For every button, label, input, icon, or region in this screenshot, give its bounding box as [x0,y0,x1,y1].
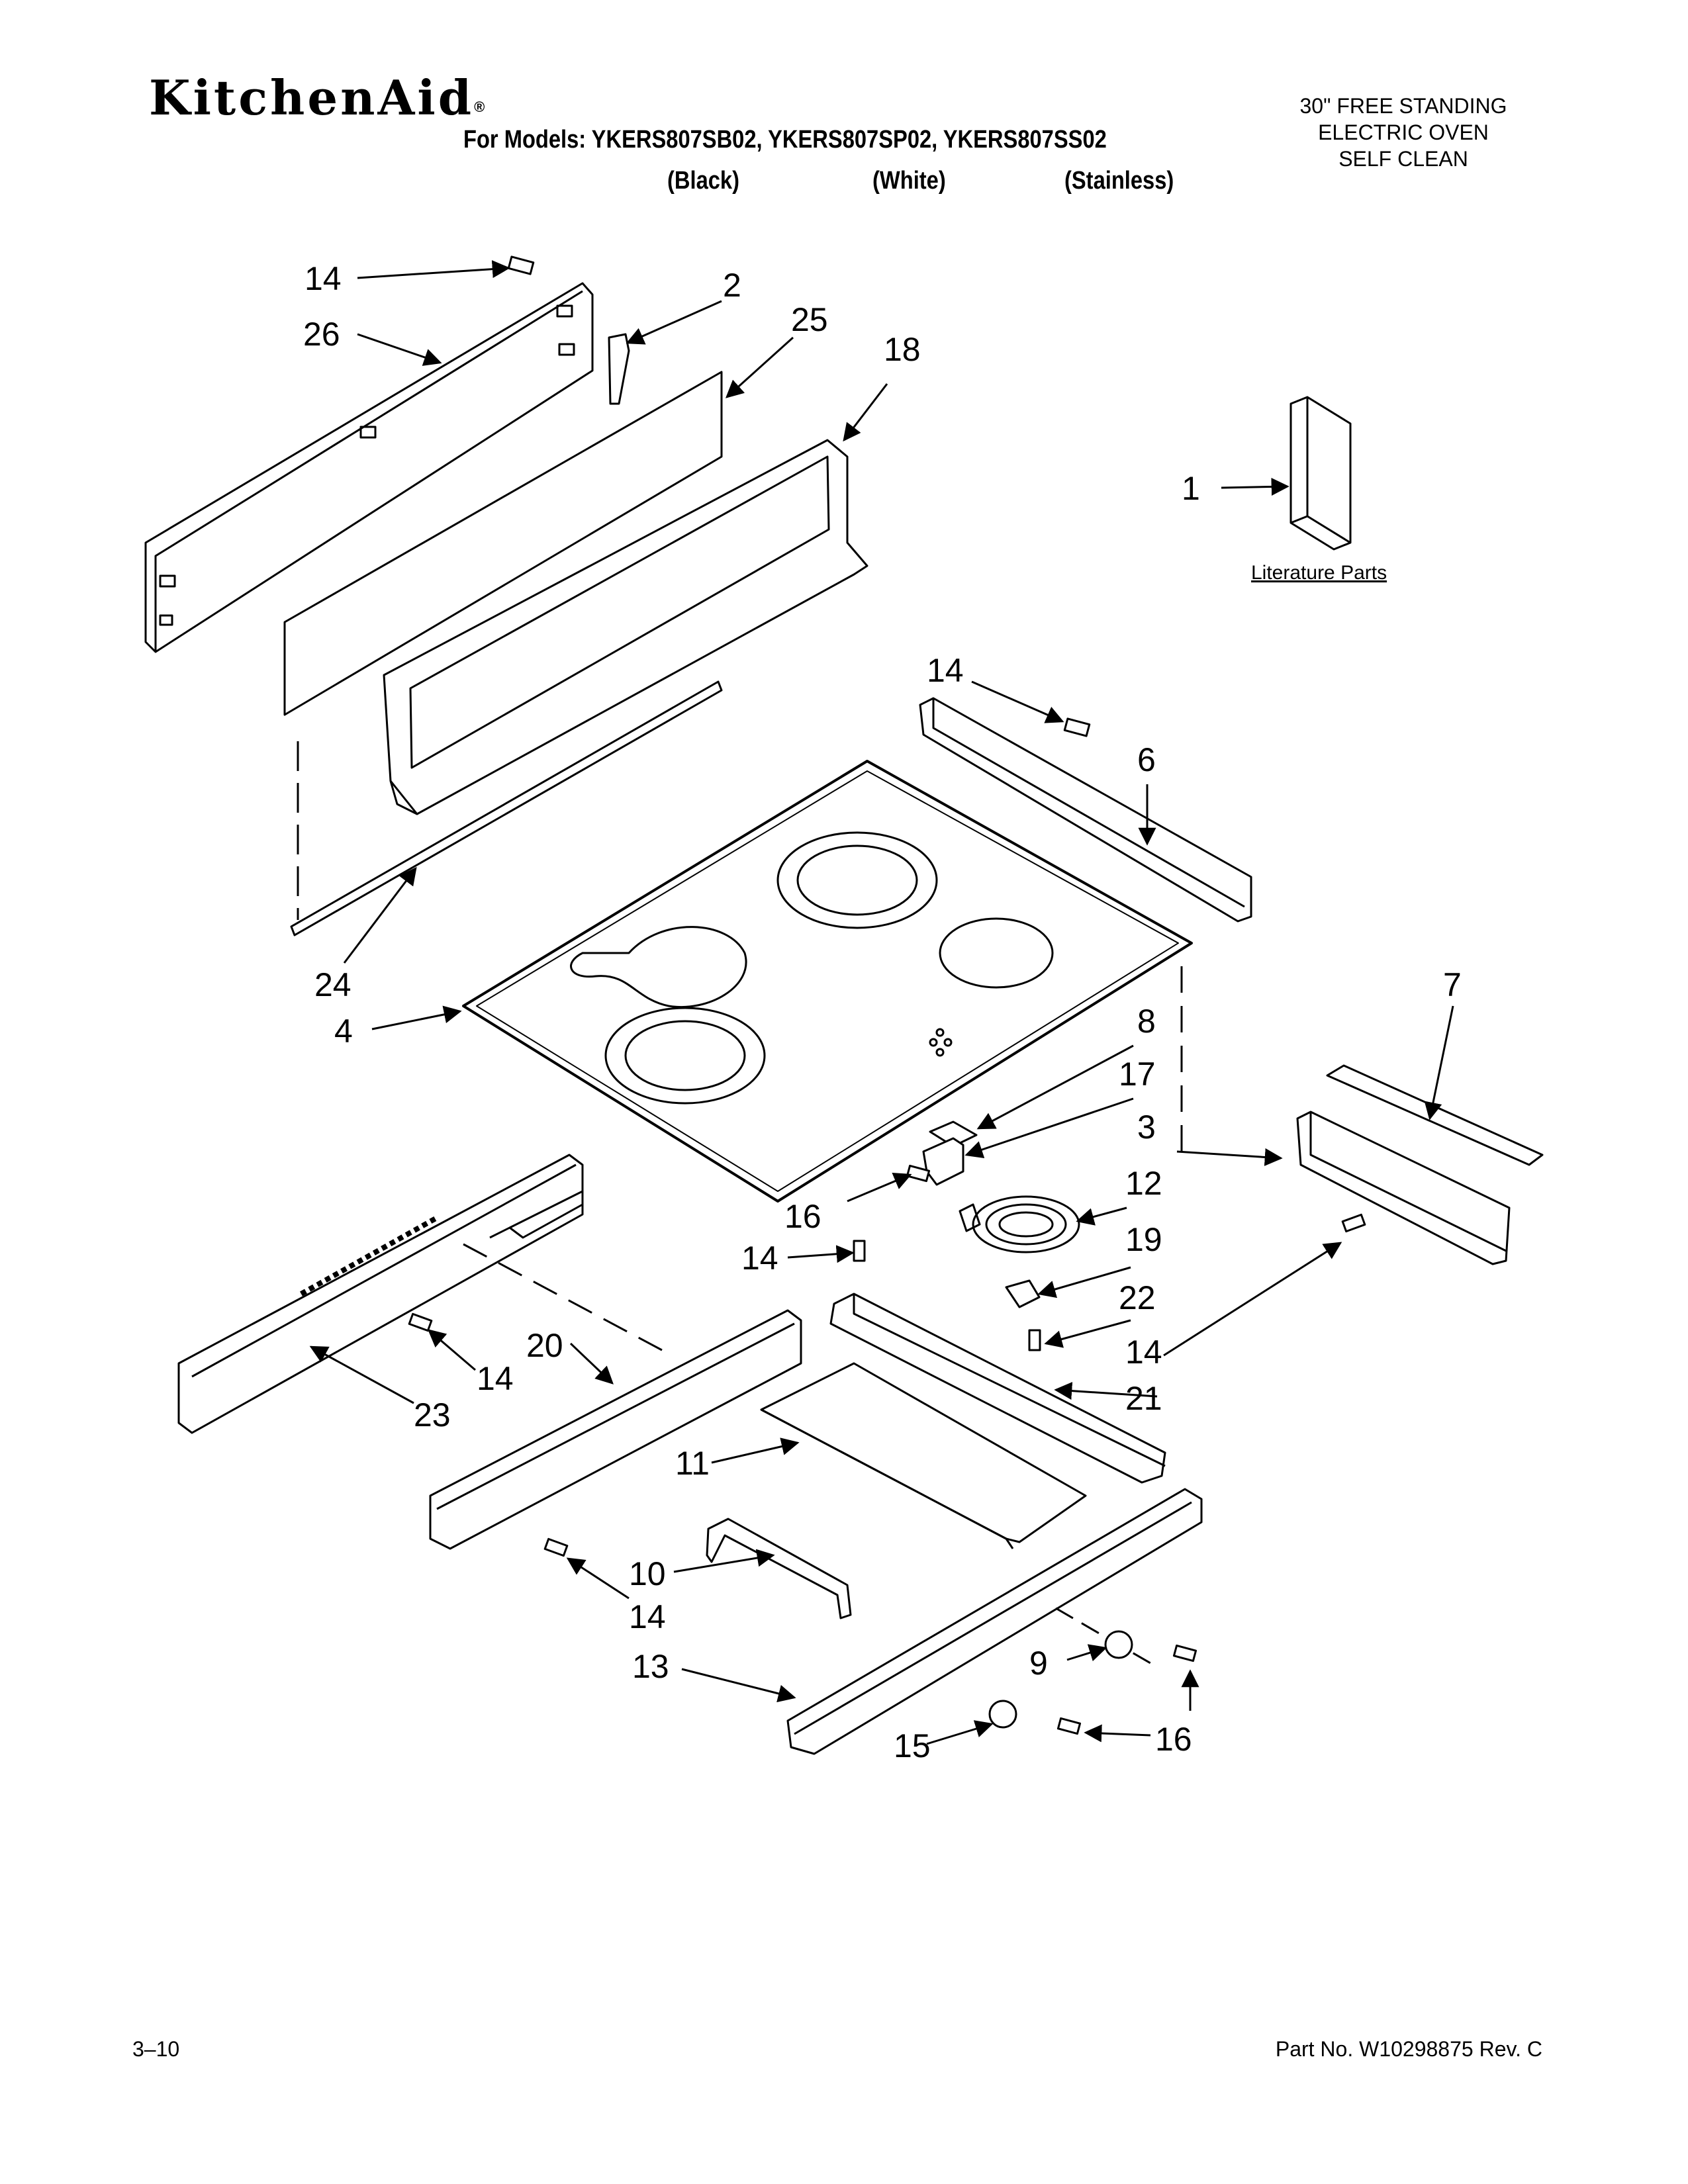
variant-white: (White) [872,167,946,195]
burner-box-tray [760,1362,1087,1549]
backguard-glass [283,371,723,716]
callout-26: 26 [303,316,340,353]
callout-22: 22 [1119,1279,1156,1316]
callout-labels: 14 26 2 25 18 1 14 6 24 4 7 8 17 3 16 12… [303,260,1462,1764]
burner-ring-rear-right [939,917,1054,989]
leader-lines [309,260,1454,1745]
rear-support-panel [1296,1111,1511,1265]
page-number: 3–10 [132,2037,180,2061]
callout-13: 13 [632,1648,669,1685]
callout-14: 14 [305,260,342,297]
callout-16: 16 [1155,1721,1192,1758]
callout-12: 12 [1125,1165,1162,1202]
callout-15: 15 [894,1727,931,1764]
backguard-bracket [608,333,630,405]
callout-21: 21 [1125,1380,1162,1417]
callout-20: 20 [526,1327,563,1364]
callout-8: 8 [1137,1003,1156,1040]
literature-parts-label: Literature Parts [1251,562,1387,584]
element-support-bracket [829,1293,1166,1484]
switch-bracket [922,1137,964,1186]
literature-manual [1289,396,1352,551]
burner-ring-front-large [604,1007,766,1105]
appliance-type-line-1: 30" FREE STANDING [1299,94,1507,118]
callout-6: 6 [1137,741,1156,778]
callout-3: 3 [1137,1109,1156,1146]
switch-knob-lower [988,1700,1017,1729]
callout-23: 23 [414,1396,451,1433]
callout-17: 17 [1119,1056,1156,1093]
callout-14: 14 [477,1360,514,1397]
backguard-frame [383,439,868,815]
switch-knob-upper [1104,1630,1133,1659]
appliance-type-line-3: SELF CLEAN [1338,147,1468,171]
front-frame-rail [786,1488,1203,1755]
part-number: Part No. W10298875 Rev. C [1275,2037,1542,2061]
callout-19: 19 [1125,1221,1162,1258]
callout-14: 14 [927,652,964,689]
callout-25: 25 [791,301,828,338]
variant-stainless: (Stainless) [1064,167,1174,195]
backguard-panel [144,282,594,653]
element-clip [1005,1279,1041,1308]
brand-name: KitchenAid [149,69,475,126]
callout-4: 4 [334,1013,353,1050]
cooktop-glass [462,760,1193,1203]
callout-24: 24 [314,966,352,1003]
callout-10: 10 [629,1555,666,1592]
models-line: For Models: YKERS807SB02, YKERS807SP02, … [463,126,1107,154]
callout-11: 11 [675,1445,710,1482]
callout-14: 14 [629,1598,666,1635]
burner-ring-rear-large [776,831,938,929]
left-side-rail [177,1154,584,1434]
callout-2: 2 [723,267,741,304]
brand-logo: KitchenAid® [149,74,487,122]
trim-strip [290,680,723,936]
callout-1: 1 [1182,470,1200,507]
callout-7: 7 [1443,966,1462,1003]
bridge-element-ring [570,926,747,1008]
variant-black: (Black) [667,167,739,195]
top-rear-trim [919,697,1252,923]
heating-element [959,1195,1080,1253]
handle-bracket [706,1518,852,1619]
callout-9: 9 [1029,1645,1048,1682]
callout-16: 16 [784,1198,821,1235]
callout-14: 14 [1125,1334,1162,1371]
front-support-rail [429,1309,802,1550]
registered-mark: ® [474,99,488,115]
callout-14: 14 [741,1240,778,1277]
appliance-type-line-2: ELECTRIC OVEN [1318,120,1489,144]
appliance-type: 30" FREE STANDING ELECTRIC OVEN SELF CLE… [1258,93,1549,172]
callout-18: 18 [884,331,921,368]
